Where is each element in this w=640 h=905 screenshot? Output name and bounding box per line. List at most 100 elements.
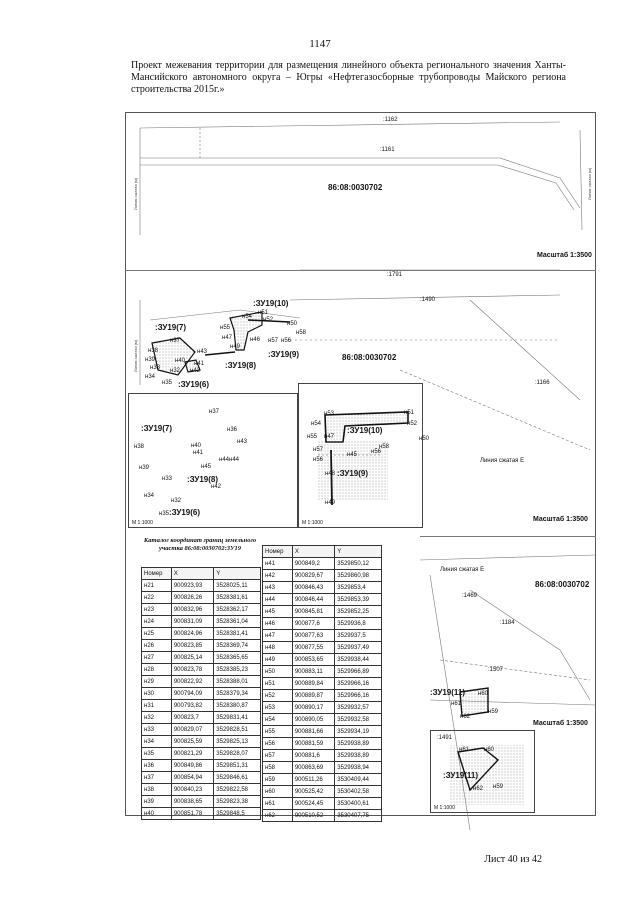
table-cell: 3529851,31 bbox=[213, 759, 261, 772]
inset-scale: М 1:1000 bbox=[132, 520, 153, 526]
table-cell: н21 bbox=[141, 579, 172, 592]
parcel-label: :ЗУ19(10) bbox=[347, 426, 383, 435]
parcel-label-1469: :1469 bbox=[462, 593, 478, 599]
table-cell: н58 bbox=[262, 761, 293, 774]
table-cell: 900823,85 bbox=[170, 639, 215, 652]
cadastral-block-label: 86:08:0030702 bbox=[328, 183, 383, 192]
table-cell: 900840,23 bbox=[170, 783, 215, 796]
table-cell: 900524,45 bbox=[291, 797, 336, 810]
table-cell: 3529853,4 bbox=[334, 581, 382, 594]
table-cell: н37 bbox=[141, 771, 172, 784]
cadastral-block-label: 86:08:0030702 bbox=[342, 353, 397, 362]
point-label: н39 bbox=[139, 465, 149, 471]
table-cell: 900823,78 bbox=[170, 663, 215, 676]
table-cell: 3529938,94 bbox=[334, 761, 382, 774]
road-label: Линия сжатая (м) bbox=[133, 339, 138, 372]
catalog-caption: Каталог координат границ земельного учас… bbox=[143, 537, 257, 552]
point-label: н51 bbox=[258, 310, 268, 316]
table-cell: н49 bbox=[262, 653, 293, 666]
table-cell: 900877,55 bbox=[291, 641, 336, 654]
table-cell: 3528369,74 bbox=[213, 639, 261, 652]
sheet-number: Лист 40 из 42 bbox=[484, 854, 542, 865]
table-cell: 3530400,61 bbox=[334, 797, 382, 810]
scale-label: Масштаб 1:3500 bbox=[537, 252, 592, 259]
sheet-total: из 42 bbox=[520, 854, 542, 865]
table-cell: 900889,87 bbox=[291, 689, 336, 702]
table-cell: н24 bbox=[141, 615, 172, 628]
table-cell: н38 bbox=[141, 783, 172, 796]
parcel-label: :ЗУ19(9) bbox=[337, 469, 369, 478]
point-label: н61 bbox=[451, 701, 461, 707]
point-label: н44 bbox=[229, 457, 239, 463]
point-label: н39 bbox=[145, 357, 155, 363]
table-cell: 900877,63 bbox=[291, 629, 336, 642]
project-title: Проект межевания территории для размещен… bbox=[131, 60, 566, 95]
table-cell: 900829,67 bbox=[291, 569, 336, 582]
table-cell: 3529966,89 bbox=[334, 665, 382, 678]
parcel-label-1490: :1490 bbox=[420, 297, 436, 303]
table-cell: 3529825,13 bbox=[213, 735, 261, 748]
table-cell: 3528381,61 bbox=[213, 591, 261, 604]
scale-label: Масштаб 1:3500 bbox=[533, 516, 588, 523]
parcel-label: :ЗУ19(6) bbox=[169, 508, 201, 517]
table-cell: н59 bbox=[262, 773, 293, 786]
table-cell: н54 bbox=[262, 713, 293, 726]
point-label: н45 bbox=[201, 464, 211, 470]
point-label: н47 bbox=[222, 335, 232, 341]
table-cell: н29 bbox=[141, 675, 172, 688]
road-label: Линия сжатая (м) bbox=[133, 177, 138, 210]
point-label: н40 bbox=[191, 443, 201, 449]
table-cell: н43 bbox=[262, 581, 293, 594]
table-cell: 3528388,01 bbox=[213, 675, 261, 688]
table-cell: 3529937,5 bbox=[334, 629, 382, 642]
table-cell: 3530409,44 bbox=[334, 773, 382, 786]
table-cell: н47 bbox=[262, 629, 293, 642]
table-cell: 900821,29 bbox=[170, 747, 215, 760]
table-cell: н55 bbox=[262, 725, 293, 738]
table-cell: н60 bbox=[262, 785, 293, 798]
table-cell: 900883,11 bbox=[291, 665, 336, 678]
table-cell: 900825,59 bbox=[170, 735, 215, 748]
table-cell: 3529831,41 bbox=[213, 711, 261, 724]
table-cell: 3528379,34 bbox=[213, 687, 261, 700]
table-cell: 3529822,58 bbox=[213, 783, 261, 796]
point-label: н45 bbox=[347, 452, 357, 458]
table-cell: н25 bbox=[141, 627, 172, 640]
point-label: н48 bbox=[325, 471, 335, 477]
table-cell: 900826,26 bbox=[170, 591, 215, 604]
table-cell: 3529850,12 bbox=[334, 557, 382, 570]
table-cell: н35 bbox=[141, 747, 172, 760]
point-label: н55 bbox=[220, 325, 230, 331]
table-cell: н32 bbox=[141, 711, 172, 724]
parcel-label: :ЗУ19(6) bbox=[178, 380, 210, 389]
point-label: н51 bbox=[404, 410, 414, 416]
table-cell: н39 bbox=[141, 795, 172, 808]
point-label: н49 bbox=[230, 344, 240, 350]
table-cell: 900823,7 bbox=[170, 711, 215, 724]
parcel-label: :ЗУ19(8) bbox=[187, 475, 219, 484]
table-cell: 900824,96 bbox=[170, 627, 215, 640]
inset-map-right: н53 н51 н52 н54 :ЗУ19(10) н55 н47 н50 н5… bbox=[298, 383, 429, 528]
point-label: н38 bbox=[134, 444, 144, 450]
table-cell: 900511,26 bbox=[291, 773, 336, 786]
point-label: н34 bbox=[145, 374, 155, 380]
road-label: Линия сжатая Е bbox=[440, 567, 485, 573]
point-label: н35 bbox=[162, 380, 172, 386]
inset-scale: М 1:1000 bbox=[434, 805, 455, 811]
